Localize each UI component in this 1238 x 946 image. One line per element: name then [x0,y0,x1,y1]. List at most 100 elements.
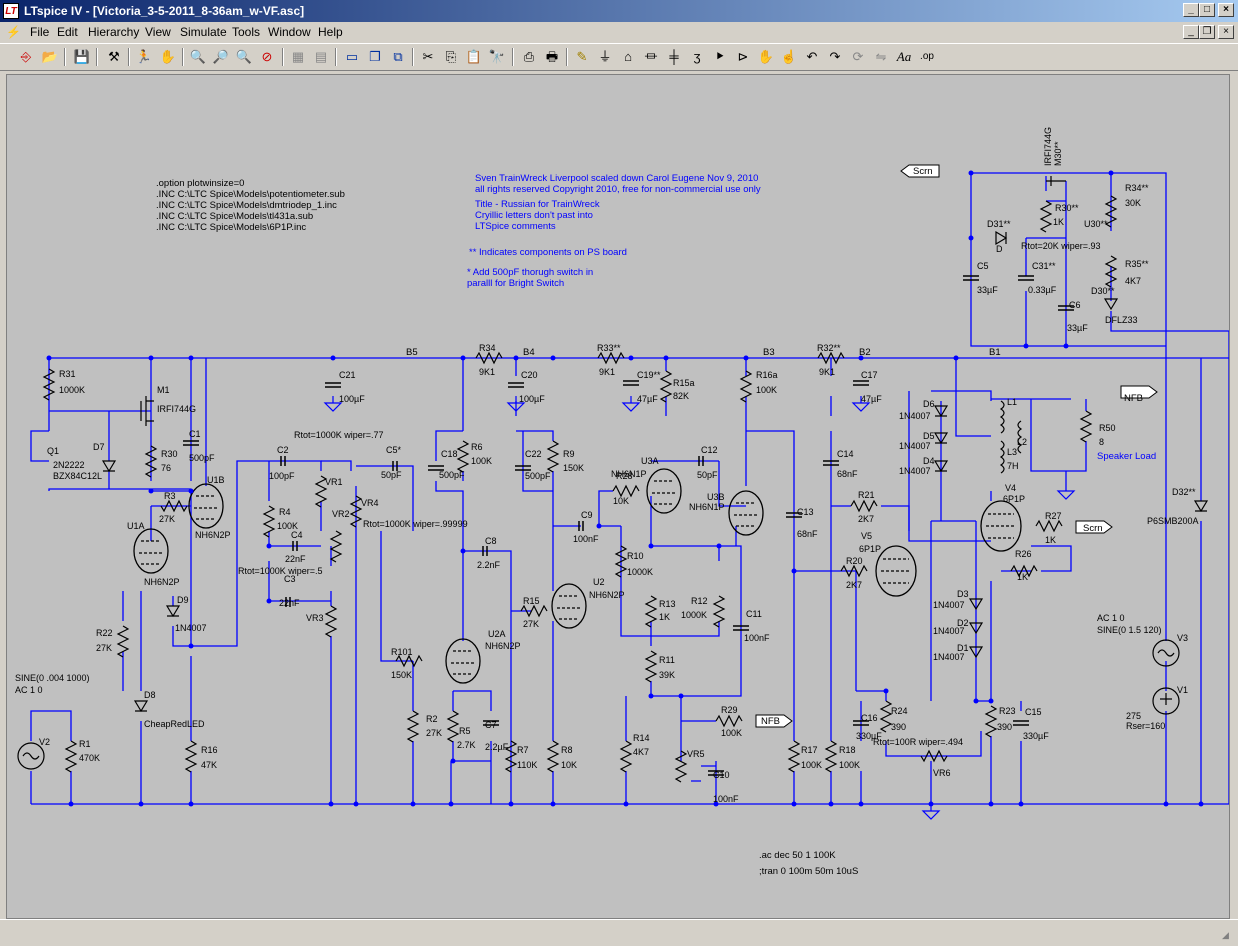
component-ref[interactable]: R31 [59,369,76,379]
new-schematic-icon[interactable]: ⎆ [20,49,32,64]
component-ref[interactable]: C12 [701,445,718,455]
comment-text[interactable]: all rights reserved Copyright 2010, free… [475,184,761,195]
component-ref[interactable]: VR5 [687,749,705,759]
comment-text[interactable]: paralll for Bright Switch [467,278,564,289]
minimize-button[interactable]: _ [1183,3,1199,17]
text-icon[interactable]: Aa [896,49,912,64]
net-name[interactable]: B5 [406,347,418,358]
component-ref[interactable]: D30** [1091,286,1115,296]
component-ref[interactable]: Q1 [47,446,59,456]
menu-hierarchy[interactable]: Hierarchy [88,25,140,39]
component-ref[interactable]: R17 [801,745,818,755]
net-name[interactable]: NFB [1124,393,1143,404]
comment-text[interactable]: Speaker Load [1097,451,1156,462]
mdi-close-button[interactable]: × [1218,25,1234,39]
print-icon[interactable]: 🖶 [545,49,559,64]
component-ref[interactable]: R18 [839,745,856,755]
ac-analysis-directive[interactable]: .ac dec 50 1 100K [759,850,836,861]
close-windows-icon[interactable]: ⧉ [393,49,403,64]
menu-simulate[interactable]: Simulate [180,25,227,39]
component-ref[interactable]: R12 [691,596,708,606]
autoscale-icon[interactable]: ▦ [291,49,305,64]
component-ref[interactable]: R33** [597,343,621,353]
rotate-icon[interactable]: ⟳ [852,49,864,64]
tile-windows-icon[interactable]: ▭ [345,49,359,64]
capacitor-icon[interactable]: ╪ [669,49,679,64]
menu-tools[interactable]: Tools [232,25,261,39]
component-ref[interactable]: C14 [837,449,854,459]
component-ref[interactable]: C17 [861,370,878,380]
component-icon[interactable]: ⊳ [737,49,749,64]
save-icon[interactable]: 💾 [73,49,91,64]
component-ref[interactable]: L3 [1007,447,1017,457]
component-ref[interactable]: VR3 [306,613,324,623]
component-ref[interactable]: M1 [157,385,170,395]
comment-text[interactable]: ** Indicates components on PS board [469,247,627,258]
component-ref[interactable]: D32** [1172,487,1196,497]
component-ref[interactable]: D8 [144,690,156,700]
component-ref[interactable]: R34** [1125,183,1149,193]
component-ref[interactable]: R2 [426,714,438,724]
component-ref[interactable]: V4 [1005,483,1016,493]
halt-icon[interactable]: ✋ [159,49,177,64]
component-ref[interactable]: R9 [563,449,575,459]
component-ref[interactable]: C16 [861,713,878,723]
component-ref[interactable]: C11 [746,609,762,619]
menu-window[interactable]: Window [268,25,311,39]
component-ref[interactable]: C4 [291,530,303,540]
component-ref[interactable]: R35** [1125,259,1149,269]
mdi-minimize-button[interactable]: _ [1183,25,1199,39]
comment-text[interactable]: Title - Russian for TrainWreck [475,199,600,210]
component-ref[interactable]: V5 [861,531,872,541]
component-ref[interactable]: R23 [999,706,1016,716]
schematic-canvas[interactable]: .option plotwinsize=0 .INC C:\LTC Spice\… [6,74,1230,919]
component-ref[interactable]: D1 [957,643,969,653]
component-ref[interactable]: R30** [1055,203,1079,213]
diode-icon[interactable]: ⯈ [714,49,726,64]
directive-text[interactable]: .INC C:\LTC Spice\Models\potentiometer.s… [156,189,345,200]
component-ref[interactable]: R7 [517,745,529,755]
component-ref[interactable]: VR6 [933,768,951,778]
zoom-out-icon[interactable]: 🔍 [235,49,253,64]
component-ref[interactable]: R32** [817,343,841,353]
component-ref[interactable]: U3A [641,456,659,466]
component-ref[interactable]: R26 [1015,549,1032,559]
component-ref[interactable]: D31** [987,219,1011,229]
comment-text[interactable]: * Add 500pF thorugh switch in [467,267,593,278]
component-ref[interactable]: U1A [127,521,145,531]
net-name[interactable]: Scrn [1083,523,1103,534]
drag-icon[interactable]: ☝ [780,49,798,64]
component-ref[interactable]: R3 [164,491,176,501]
net-name[interactable]: B1 [989,347,1001,358]
component-ref[interactable]: VR4 [361,498,379,508]
control-panel-icon[interactable]: ⚒ [108,49,120,64]
component-ref[interactable]: C2 [277,445,289,455]
component-ref[interactable]: U3B [707,492,725,502]
ground-icon[interactable]: ⏚ [598,49,612,64]
directive-text[interactable]: .INC C:\LTC Spice\Models\tl431a.sub [156,211,313,222]
component-ref[interactable]: R24 [891,706,908,716]
mirror-icon[interactable]: ⇋ [875,49,887,64]
directive-text[interactable]: .option plotwinsize=0 [156,178,244,189]
tile-icon[interactable]: ▤ [314,49,328,64]
menu-file[interactable]: File [30,25,50,39]
net-name[interactable]: B3 [763,347,775,358]
component-ref[interactable]: C9 [581,510,593,520]
move-icon[interactable]: ✋ [757,49,775,64]
cut-icon[interactable]: ✂ [422,49,434,64]
component-ref[interactable]: C5 [977,261,989,271]
component-ref[interactable]: R1 [79,739,91,749]
paste-icon[interactable]: 📋 [465,49,483,64]
component-ref[interactable]: R28 [616,471,633,481]
zoom-in-icon[interactable]: 🔍 [189,49,207,64]
print-setup-icon[interactable]: ⎙ [523,49,535,64]
component-ref[interactable]: R6 [471,442,483,452]
net-name[interactable]: NFB [761,716,780,727]
menu-edit[interactable]: Edit [57,25,78,39]
component-ref[interactable]: C3 [284,574,296,584]
schematic-drawing[interactable]: .option plotwinsize=0 .INC C:\LTC Spice\… [7,75,1230,919]
component-ref[interactable]: D9 [177,595,189,605]
component-ref[interactable]: R16 [201,745,218,755]
inductor-icon[interactable]: ʒ [693,49,701,64]
vertical-scrollbar[interactable] [1230,74,1238,919]
